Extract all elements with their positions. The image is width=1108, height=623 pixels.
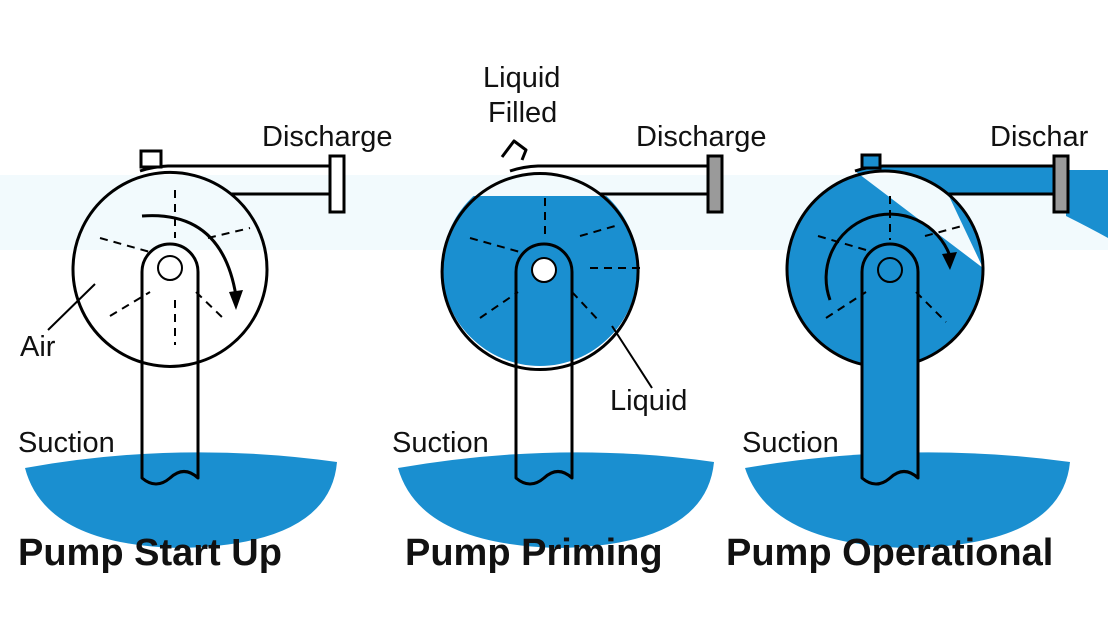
panel-operational: Dischar Suction Pump Operational <box>726 121 1108 574</box>
liquid-leader <box>611 325 653 389</box>
panel-title: Pump Priming <box>405 532 663 574</box>
suction-pipe <box>514 242 574 486</box>
suction-pipe <box>860 242 920 486</box>
suction-reservoir <box>398 452 714 548</box>
top-vent <box>139 149 163 169</box>
air-label: Air <box>20 331 56 363</box>
vent-fitting <box>500 139 528 161</box>
discharge-flange <box>706 154 724 214</box>
impeller-dashes <box>817 196 963 323</box>
discharge-flange <box>1052 154 1070 214</box>
impeller-dashes <box>99 190 251 345</box>
impeller-hub <box>157 255 183 281</box>
air-leader <box>47 283 96 331</box>
pump-casing <box>71 164 332 368</box>
panel-priming: Liquid Filled Discharge Liquid Suction P… <box>392 62 767 574</box>
suction-pipe <box>140 242 200 486</box>
pump-casing <box>785 164 1056 369</box>
impeller-hub <box>877 257 903 283</box>
pump-casing <box>440 164 710 372</box>
rotation-arrowhead <box>942 252 957 270</box>
liquid-filled-label-line-2: Filled <box>488 97 557 129</box>
rotation-arrow <box>824 212 952 301</box>
discharge-stream <box>1066 170 1108 238</box>
panel-start-up: Air Discharge Suction Pump Start Up <box>18 121 393 574</box>
liquid-label: Liquid <box>610 385 687 417</box>
panel-title: Pump Start Up <box>18 532 282 574</box>
suction-label: Suction <box>742 427 839 459</box>
impeller-dashes <box>469 198 640 323</box>
rotation-arrowhead <box>229 290 243 310</box>
rotation-arrow <box>141 214 238 297</box>
discharge-label: Dischar <box>990 121 1089 153</box>
suction-reservoir <box>745 452 1070 548</box>
suction-label: Suction <box>18 427 115 459</box>
discharge-label: Discharge <box>636 121 767 153</box>
discharge-label: Discharge <box>262 121 393 153</box>
discharge-flange <box>328 154 346 214</box>
panel-title: Pump Operational <box>726 532 1053 574</box>
top-vent <box>860 153 882 170</box>
suction-reservoir <box>25 452 337 548</box>
liquid-filled-label-line-1: Liquid <box>483 62 560 94</box>
suction-label: Suction <box>392 427 489 459</box>
impeller-hub <box>531 257 557 283</box>
